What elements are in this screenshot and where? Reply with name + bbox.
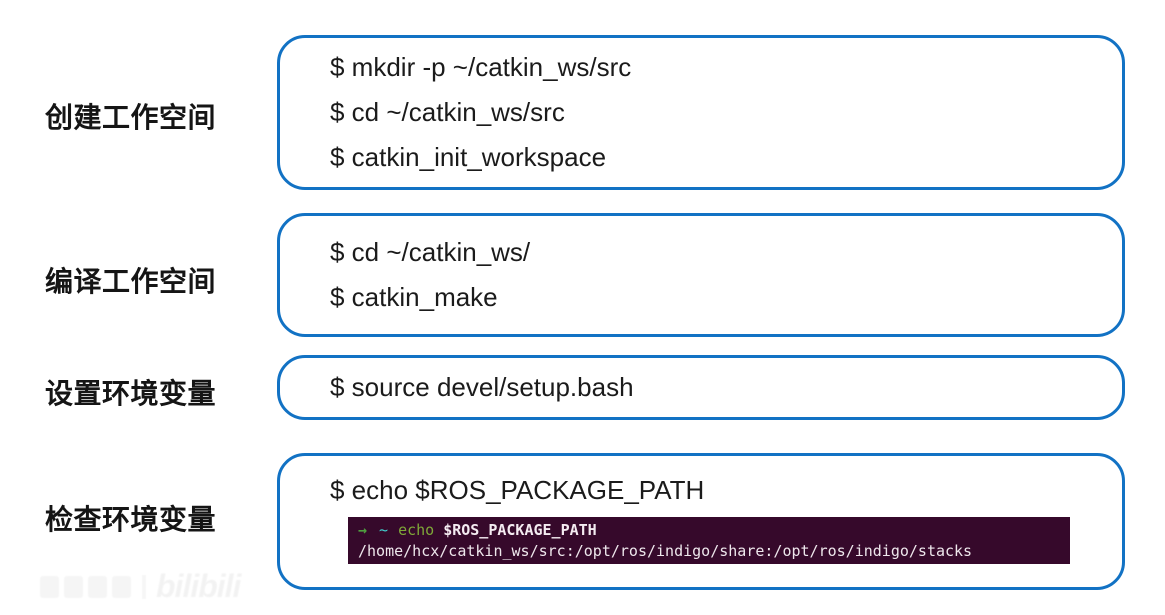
terminal-command-echo: echo	[398, 521, 435, 539]
terminal-prompt-line: → ~ echo $ROS_PACKAGE_PATH	[358, 520, 1060, 541]
terminal-current-dir: ~	[379, 521, 389, 539]
watermark-illegible-glyph	[112, 575, 131, 598]
watermark-illegible-glyph	[40, 575, 59, 598]
bilibili-logo: bilibili	[156, 568, 241, 604]
terminal-command-arg: $ROS_PACKAGE_PATH	[443, 521, 597, 539]
command-source-setup: $ source devel/setup.bash	[330, 372, 634, 402]
command-mkdir: $ mkdir -p ~/catkin_ws/src	[330, 52, 632, 82]
watermark-illegible-glyph	[64, 575, 83, 598]
command-cd-src: $ cd ~/catkin_ws/src	[330, 97, 565, 127]
step-label-create-workspace: 创建工作空间	[45, 102, 217, 133]
step-label-check-env: 检查环境变量	[45, 504, 217, 535]
step-label-build-workspace: 编译工作空间	[45, 266, 217, 297]
bilibili-watermark: bilibili	[40, 568, 241, 605]
terminal-output-path: /home/hcx/catkin_ws/src:/opt/ros/indigo/…	[358, 542, 973, 560]
terminal-prompt-arrow-icon: →	[358, 521, 368, 539]
command-echo-path: $ echo $ROS_PACKAGE_PATH	[330, 475, 705, 505]
step-label-set-env: 设置环境变量	[45, 378, 217, 409]
command-box-set-env: $ source devel/setup.bash	[277, 355, 1125, 420]
command-cd-ws: $ cd ~/catkin_ws/	[330, 237, 531, 267]
command-catkin-init: $ catkin_init_workspace	[330, 142, 607, 172]
watermark-divider	[142, 574, 146, 599]
terminal-screenshot: → ~ echo $ROS_PACKAGE_PATH /home/hcx/catkin…	[348, 517, 1070, 564]
command-box-build-workspace: $ cd ~/catkin_ws/ $ catkin_make	[277, 213, 1125, 337]
watermark-illegible-glyph	[88, 575, 107, 598]
command-box-check-env: $ echo $ROS_PACKAGE_PATH → ~ echo $ROS_PACK…	[277, 453, 1125, 590]
command-catkin-make: $ catkin_make	[330, 282, 498, 312]
command-box-create-workspace: $ mkdir -p ~/catkin_ws/src $ cd ~/catkin…	[277, 35, 1125, 190]
